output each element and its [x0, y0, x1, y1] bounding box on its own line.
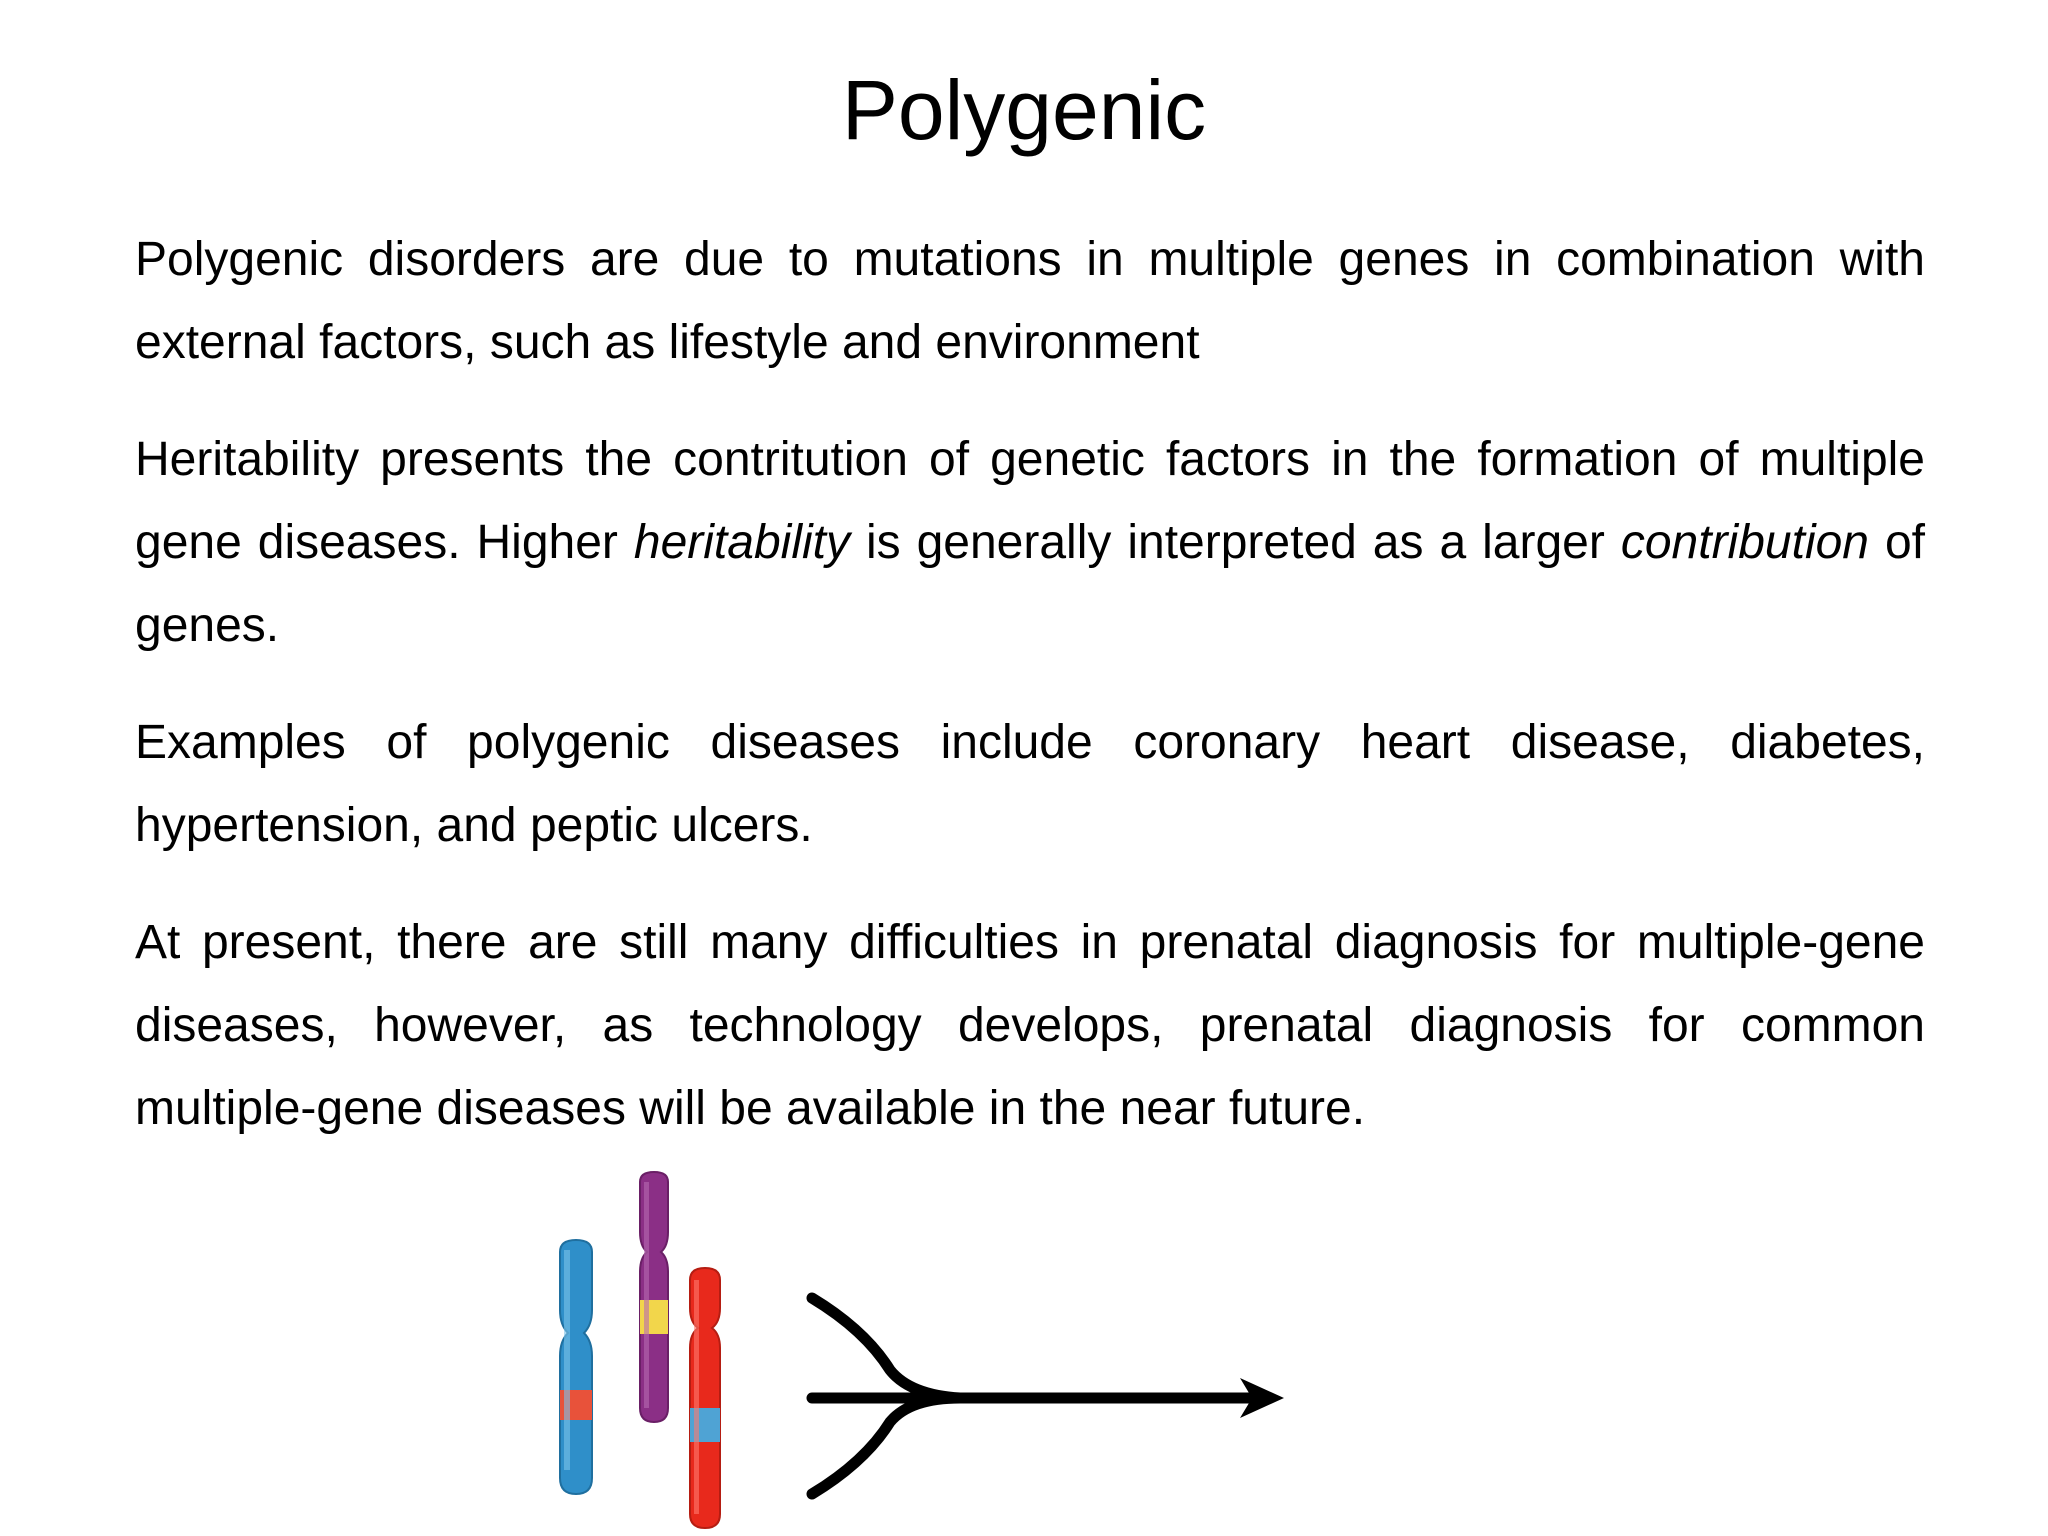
- polygenic-illustration: [540, 1170, 1300, 1536]
- paragraph-polygenic-definition: Polygenic disorders are due to mutations…: [135, 233, 1925, 369]
- converging-arrow-icon: [806, 1292, 1266, 1500]
- heritability-emphasis: heritability: [633, 516, 850, 569]
- paragraph-heritability: Heritability presents the contritution o…: [135, 418, 1925, 667]
- arrow-head: [1240, 1378, 1284, 1418]
- slide-title: Polygenic: [841, 63, 1207, 157]
- chromosome-arrow-figure: [559, 1170, 1284, 1530]
- slide-body: Polygenic disorders are due to mutations…: [135, 218, 1925, 1184]
- paragraph-examples: Examples of polygenic diseases include c…: [135, 716, 1925, 852]
- blue-chromosome: [559, 1238, 593, 1496]
- contribution-emphasis: contribution: [1620, 516, 1869, 569]
- purple-chromosome: [639, 1170, 669, 1424]
- paragraph-prenatal-diagnosis: At present, there are still many difficu…: [135, 916, 1925, 1135]
- heritability-text-part2: is generally interpreted as a larger: [849, 516, 1621, 569]
- heritability-text-part3: of genes.: [135, 516, 1926, 652]
- red-chromosome: [689, 1266, 721, 1530]
- heritability-text-part1: Heritability presents the contritution o…: [135, 433, 1925, 569]
